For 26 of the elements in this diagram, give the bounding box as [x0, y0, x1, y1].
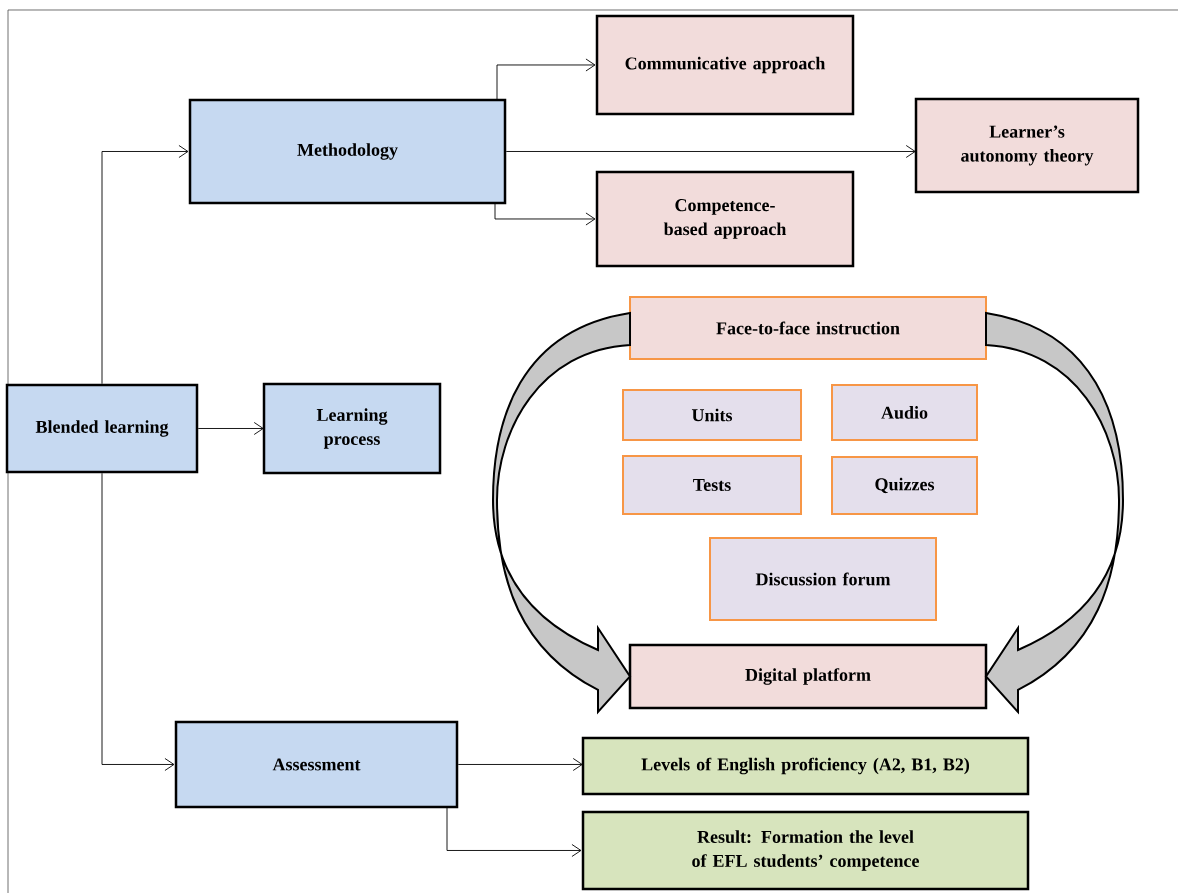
arrow — [446, 806, 582, 857]
process-box: Learning process — [262, 382, 442, 475]
arrow — [494, 202, 596, 226]
process-box: Digital platform — [628, 643, 988, 710]
process-box: Levels of English proficiency (A2, B1, B2) — [581, 736, 1030, 796]
process-box: Competence-based approach — [595, 170, 855, 268]
arrow — [496, 58, 596, 101]
arrow — [457, 758, 583, 771]
process-box: Blended learning — [5, 383, 199, 474]
arrow — [505, 145, 916, 158]
process-box: Communicative approach — [595, 14, 855, 116]
process-box: Units — [622, 389, 802, 441]
process-box: Discussion forum — [709, 537, 937, 621]
process-box: Learner’s autonomy theory — [914, 97, 1140, 194]
arrow — [197, 422, 264, 435]
process-box: Audio — [831, 384, 978, 441]
curved-block-arrow — [492, 312, 631, 713]
process-box: Tests — [622, 455, 802, 515]
process-box: Face-to-face instruction — [629, 296, 987, 360]
curved-block-arrow — [985, 312, 1124, 713]
arrow — [101, 472, 175, 771]
arrow — [101, 145, 189, 385]
process-box: Result: Formation the level of EFL students’ competence — [581, 810, 1030, 891]
process-box: Methodology — [188, 98, 507, 205]
process-box: Assessment — [174, 720, 459, 809]
process-box: Quizzes — [831, 456, 978, 515]
